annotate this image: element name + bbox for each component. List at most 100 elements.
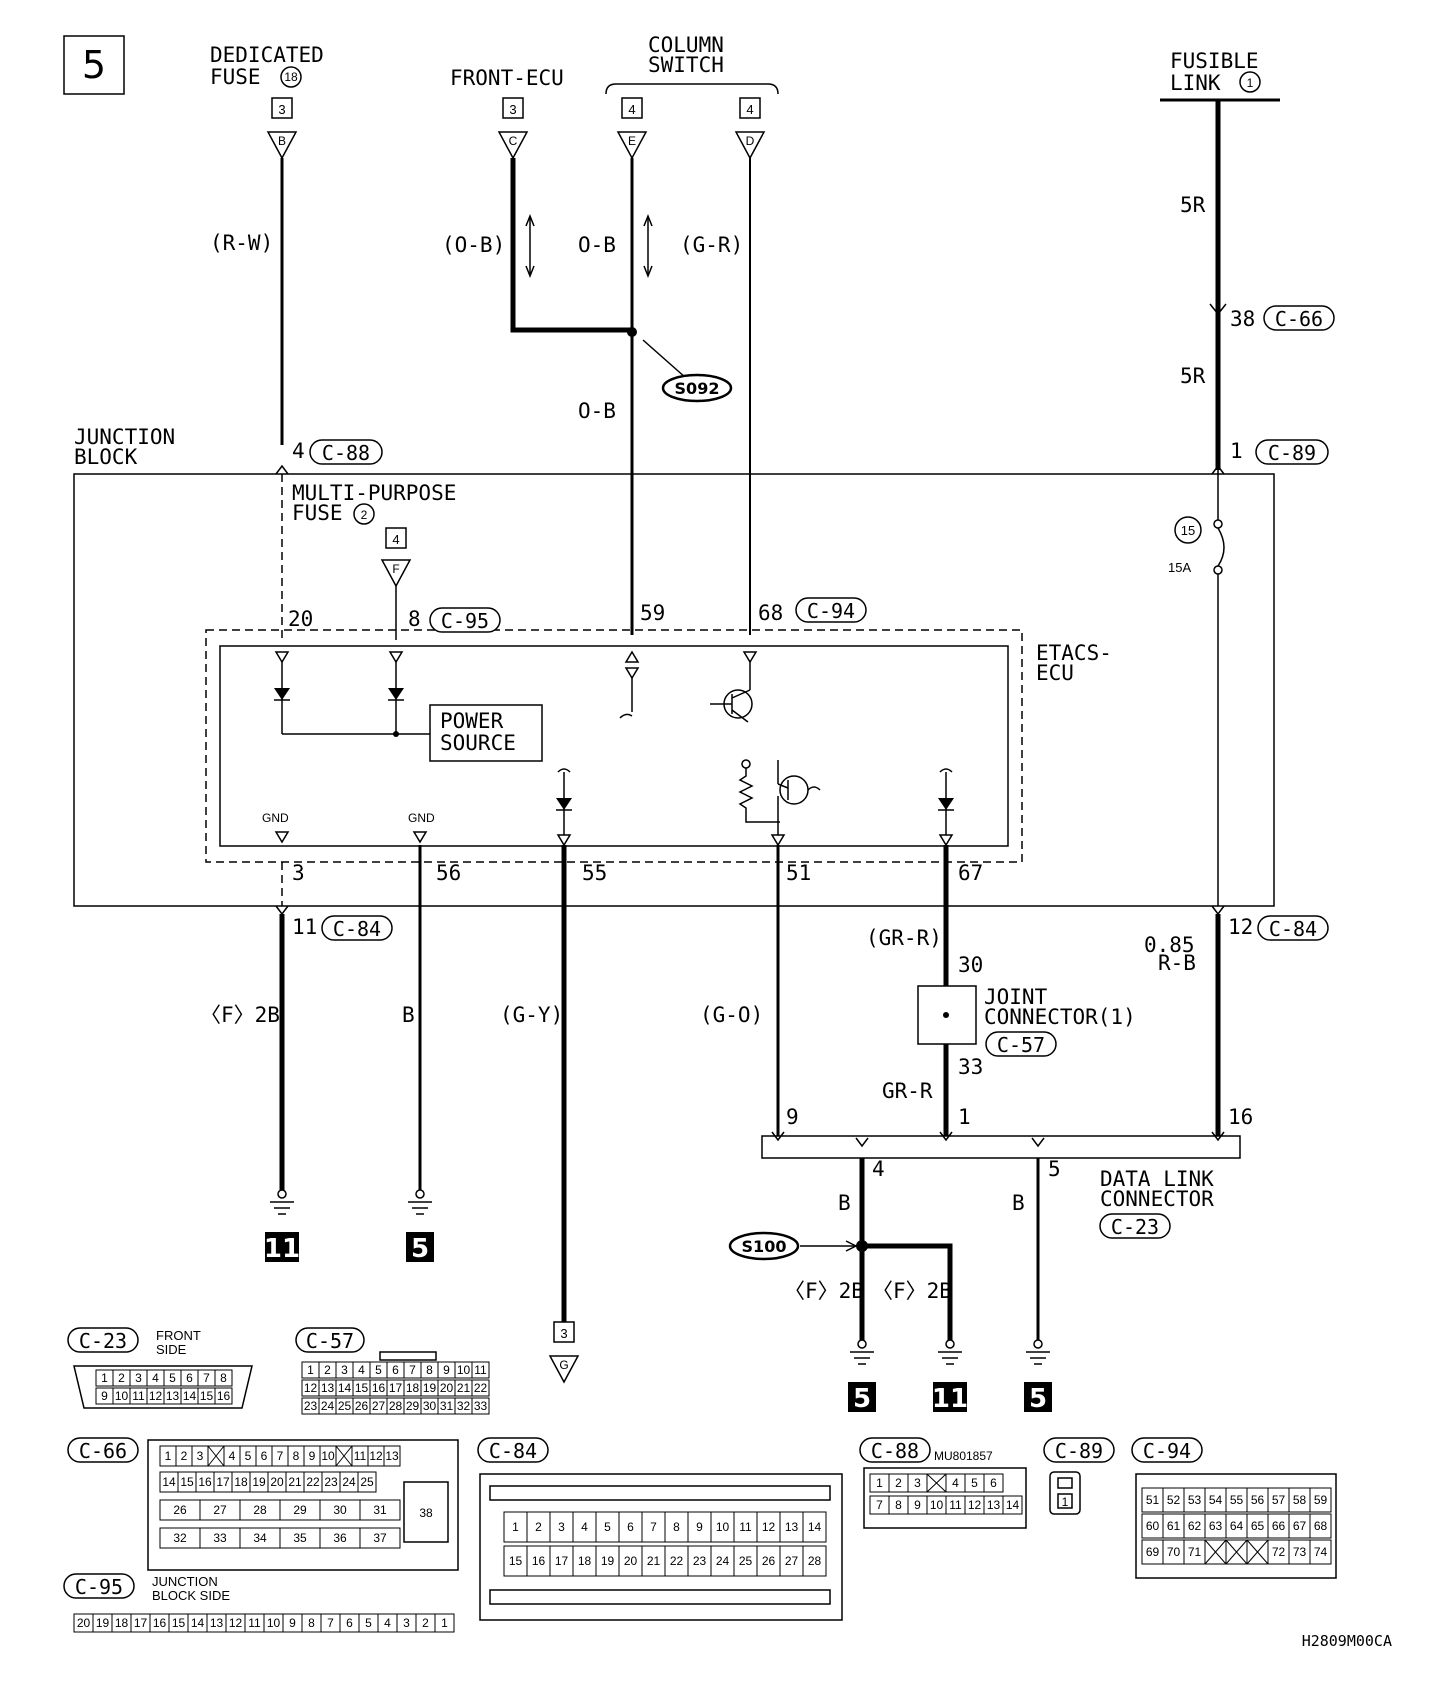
c95-face-oval — [63, 1573, 135, 1599]
f-ref-box — [385, 527, 407, 549]
front-ecu-title: FRONT-ECU — [450, 66, 564, 90]
etacs-ecu-label2: ECU — [1036, 661, 1074, 685]
diode-4 — [938, 798, 954, 810]
c95-conn-oval — [429, 607, 501, 633]
dedicated-fuse-connector-triangle — [266, 131, 298, 160]
fusible-link-number: 1 — [1247, 76, 1254, 90]
c66-pin: 38 — [1230, 307, 1255, 331]
c57-conn-oval — [985, 1031, 1057, 1057]
joint-pin30: 30 — [958, 953, 983, 977]
c89-face-pin: 1 — [1062, 1495, 1069, 1509]
connector-pin-number: 8 — [895, 1498, 902, 1512]
c84-conn-label-left: C-84 — [333, 917, 381, 941]
connector-pin-number: 1 — [512, 1520, 519, 1534]
c89-pin: 1 — [1230, 439, 1243, 463]
column-switch-d-ref: 4 — [746, 102, 753, 117]
splice-s100-arrow — [845, 1240, 858, 1252]
c57-face-name: C-57 — [306, 1329, 354, 1353]
connector-pin-number: 64 — [1230, 1519, 1244, 1533]
wire-label-b-56: B — [402, 1003, 415, 1027]
connector-pin-cell — [1002, 1495, 1023, 1515]
connector-pin-number: 13 — [785, 1520, 799, 1534]
c66-face-oval — [67, 1437, 139, 1463]
connector-pin-number: 27 — [213, 1503, 227, 1517]
connector-pin-number: 18 — [234, 1475, 248, 1489]
connector-pin-cell — [359, 1499, 401, 1521]
c95-face-note2: BLOCK SIDE — [152, 1588, 230, 1603]
connector-pin-number: 10 — [321, 1449, 335, 1463]
c84-mark-12 — [1211, 905, 1225, 916]
connector-pin-number: 23 — [304, 1399, 318, 1413]
connector-pin-number: 69 — [1146, 1545, 1160, 1559]
ground-page-ref-11a: 11 — [264, 1234, 300, 1264]
connector-pin-number: 33 — [213, 1531, 227, 1545]
connector-pin-number: 11 — [949, 1498, 962, 1512]
connector-pin-number: 7 — [277, 1449, 284, 1463]
power-source-junction — [393, 731, 399, 737]
connector-pin-number: 11 — [132, 1389, 145, 1403]
connector-pin-number: 30 — [423, 1399, 437, 1413]
g-ref: 3 — [560, 1326, 567, 1341]
connector-pin-cell — [983, 1473, 1004, 1493]
connector-pin-number: 7 — [409, 1363, 416, 1377]
connector-pin-number: 17 — [216, 1475, 230, 1489]
page-number-box — [63, 35, 125, 95]
transistor-2-input — [807, 786, 821, 791]
etacs-pin68: 68 — [758, 601, 783, 625]
connector-pin-number: 3 — [197, 1449, 204, 1463]
c84-face-rail-top — [489, 1485, 831, 1501]
gnd-label-1: GND — [262, 811, 289, 825]
connector-pin-cell — [802, 1511, 827, 1543]
connector-pin-number: 5 — [971, 1476, 978, 1490]
connector-pin-number: 6 — [627, 1520, 634, 1534]
connector-pin-number: 31 — [440, 1399, 454, 1413]
g-ref-box — [553, 1321, 575, 1343]
connector-pin-number: 15 — [355, 1381, 369, 1395]
connector-pin-number: 15 — [200, 1389, 214, 1403]
fuse-number: 15 — [1181, 523, 1195, 538]
connector-pin-number: 12 — [762, 1520, 776, 1534]
connector-pin-number: 58 — [1293, 1493, 1307, 1507]
connector-blank-pin-cross — [926, 1473, 947, 1493]
connector-pin-number: 5 — [375, 1363, 382, 1377]
connector-pin-number: 29 — [406, 1399, 420, 1413]
c66-conn-label: C-66 — [1275, 307, 1323, 331]
splice-s100-label: S100 — [742, 1237, 787, 1256]
wire-label-r-b: R-B — [1158, 951, 1196, 975]
column-switch-d-triangle — [734, 131, 766, 160]
c89-connector-mark — [1211, 464, 1225, 475]
connector-pin-number: 25 — [739, 1554, 753, 1568]
connector-blank-pin-cross — [1225, 1539, 1248, 1565]
wire-label-f2b-left: 〈F〉2B — [200, 1003, 280, 1027]
g-connector-triangle — [548, 1355, 580, 1384]
connector-pin-number: 59 — [1314, 1493, 1328, 1507]
connector-pin-number: 6 — [261, 1449, 268, 1463]
pin55-break — [557, 768, 571, 773]
connector-pin-number: 21 — [288, 1475, 302, 1489]
c23-face-name: C-23 — [79, 1329, 127, 1353]
connector-pin-number: 14 — [338, 1381, 352, 1395]
dedicated-fuse-title: DEDICATED — [210, 43, 324, 67]
connector-pin-number: 10 — [930, 1498, 944, 1512]
connector-pin-number: 22 — [670, 1554, 684, 1568]
c57-face-key — [379, 1351, 437, 1361]
connector-pin-number: 16 — [532, 1554, 546, 1568]
connector-pin-number: 7 — [327, 1616, 334, 1630]
connector-pin-number: 19 — [423, 1381, 437, 1395]
connector-pin-number: 18 — [578, 1554, 592, 1568]
c84-pin11: 11 — [292, 915, 317, 939]
pin59-terminal-up — [624, 650, 640, 663]
dlc-pin16: 16 — [1228, 1105, 1253, 1129]
connector-pin-number: 1 — [101, 1371, 108, 1385]
connector-pin-number: 13 — [987, 1498, 1001, 1512]
connector-pin-number: 10 — [716, 1520, 730, 1534]
connector-pin-number: 11 — [248, 1616, 261, 1630]
gnd-label-2: GND — [408, 811, 435, 825]
connector-pin-number: 57 — [1272, 1493, 1286, 1507]
connector-pin-number: 1 — [441, 1616, 448, 1630]
c89-face-name: C-89 — [1055, 1439, 1103, 1463]
connector-pin-number: 9 — [914, 1498, 921, 1512]
c89-conn-oval — [1255, 439, 1329, 465]
dlc-pin4: 4 — [872, 1157, 885, 1181]
